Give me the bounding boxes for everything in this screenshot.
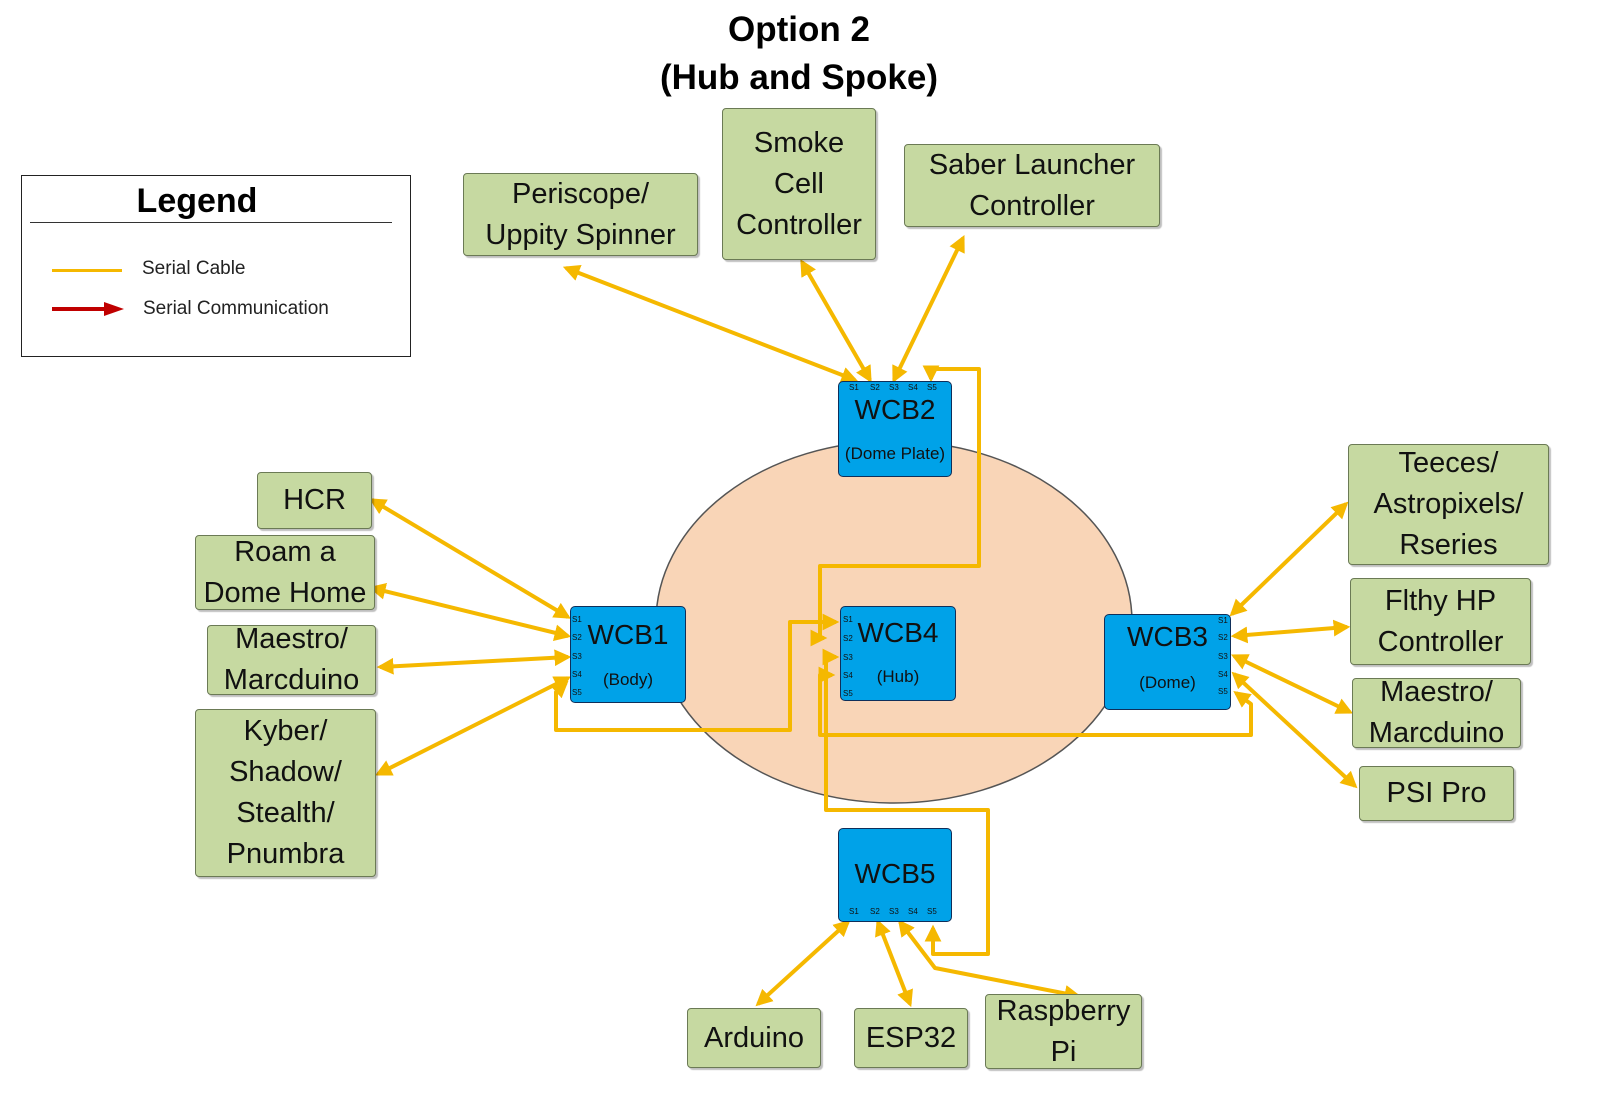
legend: Legend Serial Cable Serial Communication (21, 175, 411, 357)
wcb5-port-s1: S1 (849, 907, 859, 916)
cable-wcb5-esp32 (875, 918, 913, 1008)
wcb2-port-s4: S4 (908, 383, 918, 392)
cable-wcb3-psi (1231, 671, 1358, 789)
wcb4-board: WCB4 (Hub) S1 S2 S3 S4 S5 (840, 606, 956, 701)
cable-wcb1-roam (368, 583, 572, 641)
wcb3-board: WCB3 (Dome) S1 S2 S3 S4 S5 (1104, 614, 1231, 710)
node-roam-a-dome: Roam a Dome Home (195, 535, 375, 610)
wcb4-port-s3: S3 (843, 653, 853, 662)
wcb5-port-s4: S4 (908, 907, 918, 916)
node-psi-pro: PSI Pro (1359, 766, 1514, 821)
cable-wcb2-smoke (800, 259, 872, 383)
wcb2-name: WCB2 (854, 394, 936, 425)
diagram-title-line2: (Hub and Spoke) (659, 58, 939, 97)
wcb2-port-s5: S5 (927, 383, 937, 392)
cable-wcb5-arduino (755, 919, 851, 1007)
wcb1-name: WCB1 (587, 619, 669, 650)
wcb1-port-s5: S5 (572, 688, 582, 697)
node-kyber: Kyber/ Shadow/ Stealth/ Pnumbra (195, 709, 376, 877)
wcb4-port-s1: S1 (843, 615, 853, 624)
cable-wcb4-wcb5 (822, 648, 990, 956)
legend-title: Legend (136, 182, 258, 220)
wcb5-board: WCB5 S1 S2 S3 S4 S5 (838, 828, 952, 922)
wcb2-sub: (Dome Plate) (844, 444, 946, 463)
wcb3-sub: (Dome) (1139, 673, 1196, 692)
wcb2-port-s3: S3 (889, 383, 899, 392)
wcb3-port-s5: S5 (1218, 687, 1228, 696)
cable-wcb4-wcb1 (550, 613, 840, 732)
node-maestro-dome: Maestro/ Marcduino (1352, 676, 1521, 749)
cable-wcb3-teeces (1229, 501, 1349, 617)
node-teeces: Teeces/ Astropixels/ Rseries (1348, 444, 1549, 565)
node-flthy-hp: Flthy HP Controller (1350, 578, 1531, 665)
cable-wcb1-kyber (375, 676, 571, 776)
node-esp32: ESP32 (854, 1008, 968, 1068)
cable-wcb2-periscope (562, 265, 859, 383)
cable-wcb1-hcr (369, 498, 571, 619)
wcb5-port-s2: S2 (870, 907, 880, 916)
wcb3-port-s2: S2 (1218, 633, 1228, 642)
wcb1-port-s1: S1 (572, 615, 582, 624)
node-smoke-cell: Smoke Cell Controller (722, 108, 876, 260)
wcb1-port-s2: S2 (572, 633, 582, 642)
wcb2-port-s2: S2 (870, 383, 880, 392)
wcb4-port-s2: S2 (843, 634, 853, 643)
wcb5-name: WCB5 (854, 858, 936, 889)
wcb2-port-s1: S1 (849, 383, 859, 392)
wcb4-sub: (Hub) (876, 667, 920, 686)
wcb1-port-s3: S3 (572, 652, 582, 661)
node-saber-launcher: Saber Launcher Controller (904, 144, 1160, 227)
wcb1-board: WCB1 (Body) S1 S2 S3 S4 S5 (570, 606, 686, 703)
cable-wcb1-maestro (376, 649, 572, 675)
wcb3-port-s4: S4 (1218, 670, 1228, 679)
diagram-title-line1: Option 2 (728, 10, 870, 49)
cable-wcb4-wcb3 (818, 666, 1253, 737)
cable-wcb3-flthy (1230, 619, 1351, 644)
wcb3-port-s1: S1 (1218, 616, 1228, 625)
node-arduino: Arduino (687, 1008, 821, 1068)
node-maestro-body: Maestro/ Marcduino (207, 623, 376, 696)
serial-cable-swatch (52, 269, 122, 272)
legend-serial-communication-label: Serial Communication (143, 298, 329, 319)
legend-divider (30, 222, 392, 223)
wcb5-port-s3: S3 (889, 907, 899, 916)
wcb2-board: WCB2 (Dome Plate) S1 S2 S3 S4 S5 (838, 381, 952, 477)
wcb3-name: WCB3 (1127, 621, 1208, 652)
wcb3-port-s3: S3 (1218, 652, 1228, 661)
serial-communication-arrow-icon (52, 302, 124, 316)
legend-serial-cable-label: Serial Cable (142, 258, 246, 279)
node-periscope: Periscope/ Uppity Spinner (463, 173, 698, 256)
wcb1-sub: (Body) (602, 670, 654, 689)
wcb4-port-s5: S5 (843, 689, 853, 698)
wcb4-name: WCB4 (857, 617, 939, 648)
node-hcr: HCR (257, 472, 372, 529)
wcb1-port-s4: S4 (572, 670, 582, 679)
node-raspberry-pi: Raspberry Pi (985, 994, 1142, 1069)
cable-wcb2-saber (892, 234, 965, 384)
wcb4-port-s4: S4 (843, 671, 853, 680)
wcb5-port-s5: S5 (927, 907, 937, 916)
